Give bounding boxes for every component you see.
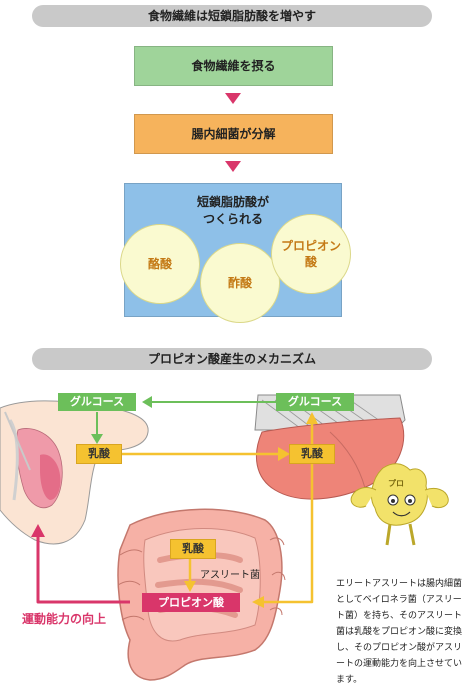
glucose-muscle: グルコース <box>58 393 136 411</box>
lactic-acid-liver: 乳酸 <box>289 444 335 464</box>
mascot-label: プロ <box>388 479 404 488</box>
acid-acetic: 酢酸 <box>200 243 280 323</box>
arrow-down-2 <box>225 161 241 172</box>
step-eat-fiber: 食物繊維を摂る <box>134 46 333 86</box>
section-title-fiber: 食物繊維は短鎖脂肪酸を増やす <box>32 5 432 27</box>
mascot-illustration <box>350 463 449 546</box>
bacteria-label: アスリート菌 <box>200 570 260 581</box>
explanatory-note: エリートアスリートは腸内細菌としてベイロネラ菌（アスリート菌）を持ち、そのアスリ… <box>336 579 463 685</box>
arm-illustration <box>0 400 149 545</box>
flow-arrows <box>31 396 318 608</box>
glucose-liver: グルコース <box>276 393 354 411</box>
scfa-label: 短鎖脂肪酸が つくられる <box>196 195 269 226</box>
arrow-down-1 <box>225 93 241 104</box>
lactic-acid-gut: 乳酸 <box>170 539 216 559</box>
lactic-acid-muscle: 乳酸 <box>76 444 122 464</box>
acid-propionic: プロピオン 酸 <box>271 214 351 294</box>
step-bacteria-decompose: 腸内細菌が分解 <box>134 114 333 154</box>
performance-improvement-label: 運動能力の向上 <box>22 612 107 626</box>
acid-butyric: 酪酸 <box>120 224 200 304</box>
propionic-acid-node: プロピオン酸 <box>142 593 240 612</box>
section-title-mechanism: プロピオン酸産生のメカニズム <box>32 348 432 370</box>
